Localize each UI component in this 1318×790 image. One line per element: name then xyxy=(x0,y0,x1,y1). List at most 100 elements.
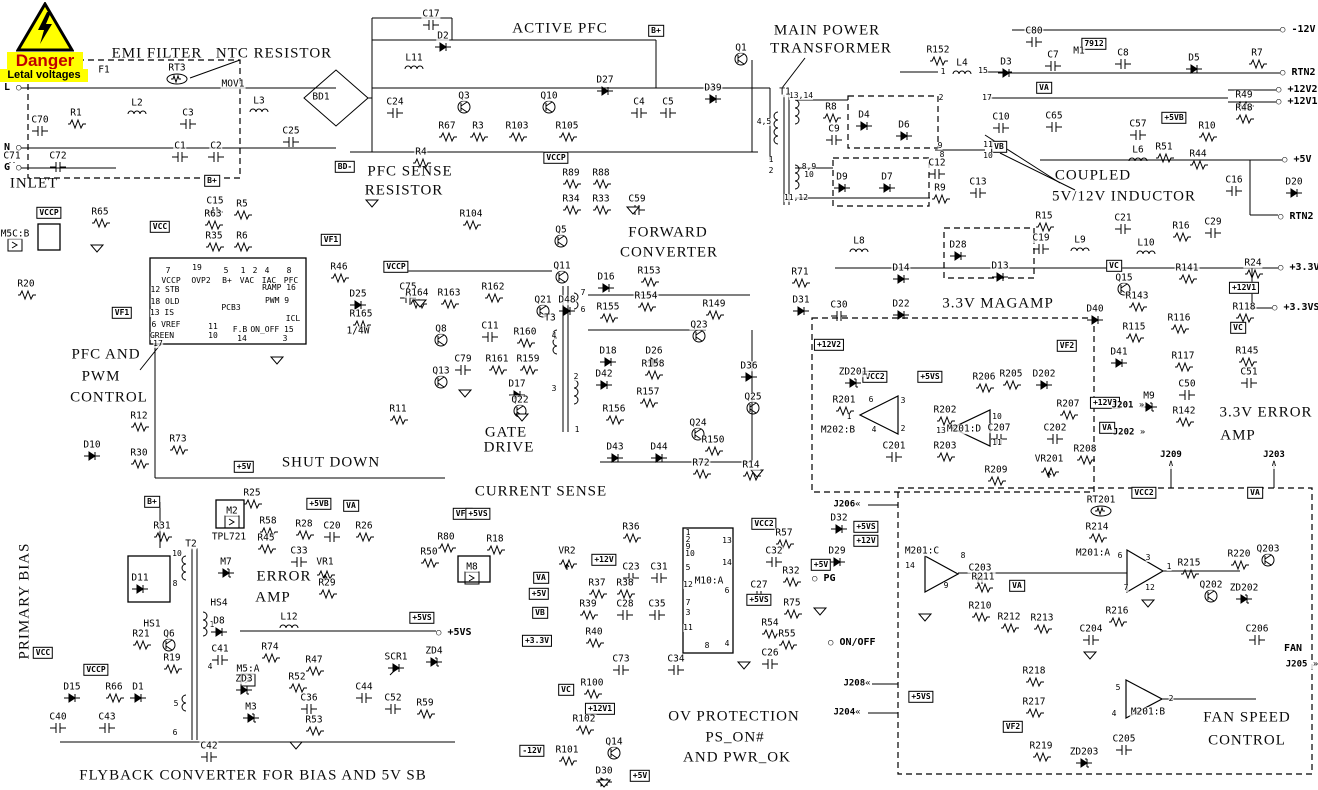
component-label: R211 xyxy=(970,571,996,583)
component-label: R15 xyxy=(1034,210,1054,222)
component-label: R63 xyxy=(203,208,223,220)
terminal: N ○ xyxy=(4,143,22,153)
net-label: VA xyxy=(1247,486,1263,500)
connector-arrow-icon: ∧ xyxy=(1168,459,1174,469)
component-label: D11 xyxy=(130,572,150,584)
pin-label: 2 xyxy=(768,166,774,175)
connector-j204: J204« xyxy=(833,708,861,718)
component-label: R158 xyxy=(640,358,666,370)
connector-label: J205 xyxy=(1285,659,1308,670)
component-label: R20 xyxy=(16,278,36,290)
section-label: PWM xyxy=(81,368,121,385)
m5cb-opto-outline xyxy=(37,223,61,251)
section-label: RESISTOR xyxy=(364,182,444,199)
component-label: L2 xyxy=(130,97,144,109)
section-label: SHUT DOWN xyxy=(281,454,381,471)
pin-label: ON_OFF 15 xyxy=(250,325,294,334)
connector-j205: J205 » xyxy=(1285,659,1318,670)
component-label: D14 xyxy=(891,262,911,274)
danger-subtitle: Letal voltages xyxy=(0,69,88,83)
component-label: R154 xyxy=(633,290,659,302)
net-label: 7912 xyxy=(1081,37,1107,51)
net-label: VCC2 xyxy=(1131,486,1157,500)
section-label: CONTROL xyxy=(70,389,148,406)
component-label: M201:C xyxy=(903,545,941,557)
section-label: CONVERTER xyxy=(619,244,719,261)
component-label: D44 xyxy=(649,441,669,453)
component-label: R52 xyxy=(287,671,307,683)
pin-label: 7 xyxy=(165,266,171,275)
component-label: C40 xyxy=(48,711,68,723)
component-label: R207 xyxy=(1055,398,1081,410)
component-label: R67 xyxy=(437,120,457,132)
d11-outline xyxy=(127,555,171,603)
component-label: C206 xyxy=(1244,623,1270,635)
pin-label: OVP2 xyxy=(191,276,211,285)
terminal-label: FAN xyxy=(1284,643,1303,654)
pin-label: 10 xyxy=(685,549,695,558)
pin-label: 8 xyxy=(939,150,945,159)
component-label: R202 xyxy=(932,404,958,416)
component-label: M8 xyxy=(465,561,479,573)
pin-label: 9 xyxy=(937,141,943,150)
section-label: CURRENT SENSE xyxy=(474,483,608,500)
component-label: R155 xyxy=(595,301,621,313)
component-label: C44 xyxy=(354,681,374,693)
pin-label: 11 xyxy=(683,623,693,632)
net-label: VA xyxy=(1099,421,1115,435)
pin-label: 6 xyxy=(868,395,874,404)
net-label: +5VS xyxy=(746,593,772,607)
component-label: M201:D xyxy=(945,423,983,435)
component-label: R18 xyxy=(485,533,505,545)
pin-label: 12 STB xyxy=(150,285,180,294)
component-label: D8 xyxy=(212,615,226,627)
component-label: VR201 xyxy=(1033,453,1065,465)
component-label: R145 xyxy=(1234,345,1260,357)
component-label: D5 xyxy=(1187,52,1201,64)
pin-label: 8 xyxy=(172,579,178,588)
component-label: F1 xyxy=(97,64,111,76)
component-label: R161 xyxy=(484,353,510,365)
component-label: C9 xyxy=(827,123,841,135)
component-label: R33 xyxy=(591,193,611,205)
connector-label: J206 xyxy=(833,499,856,510)
component-label: BD1 xyxy=(311,91,331,103)
pin-label: 6 xyxy=(580,305,586,314)
component-label: R212 xyxy=(996,611,1022,623)
opamp-m201c xyxy=(924,554,960,594)
terminal: ○ RTN2 xyxy=(1280,68,1316,78)
component-label: D26 xyxy=(644,345,664,357)
component-label: R118 xyxy=(1231,301,1257,313)
net-label: B+ xyxy=(144,495,160,509)
component-label: D18 xyxy=(598,345,618,357)
pin-label: 5 xyxy=(685,563,691,572)
section-label: MAIN POWER xyxy=(773,22,881,39)
section-label: INLET xyxy=(9,175,59,192)
connector-arrow-icon: » xyxy=(1133,400,1145,411)
component-label: C29 xyxy=(1203,216,1223,228)
component-label: R153 xyxy=(636,265,662,277)
component-label: R46 xyxy=(329,261,349,273)
component-label: R201 xyxy=(831,394,857,406)
component-label: R26 xyxy=(354,520,374,532)
component-label: M202:B xyxy=(819,424,857,436)
pin-label: 15 xyxy=(978,66,988,75)
component-label: D41 xyxy=(1109,346,1129,358)
component-label: C24 xyxy=(385,96,405,108)
component-label: L11 xyxy=(404,52,424,64)
component-label: R88 xyxy=(591,167,611,179)
component-label: R217 xyxy=(1021,696,1047,708)
component-label: R214 xyxy=(1084,521,1110,533)
connector-arrow-icon: « xyxy=(855,499,861,510)
net-label: +12V xyxy=(853,534,879,548)
component-label: R38 xyxy=(615,577,635,589)
component-label: C23 xyxy=(621,561,641,573)
component-label: Q1 xyxy=(734,42,748,54)
terminal: FAN xyxy=(1284,643,1303,654)
connector-j206: J206« xyxy=(833,499,861,510)
pin-label: 7 xyxy=(580,288,586,297)
terminal-label: +12V1 xyxy=(1281,96,1318,107)
component-label: ZD4 xyxy=(424,645,444,657)
terminal-label: +12V2 xyxy=(1281,84,1318,95)
